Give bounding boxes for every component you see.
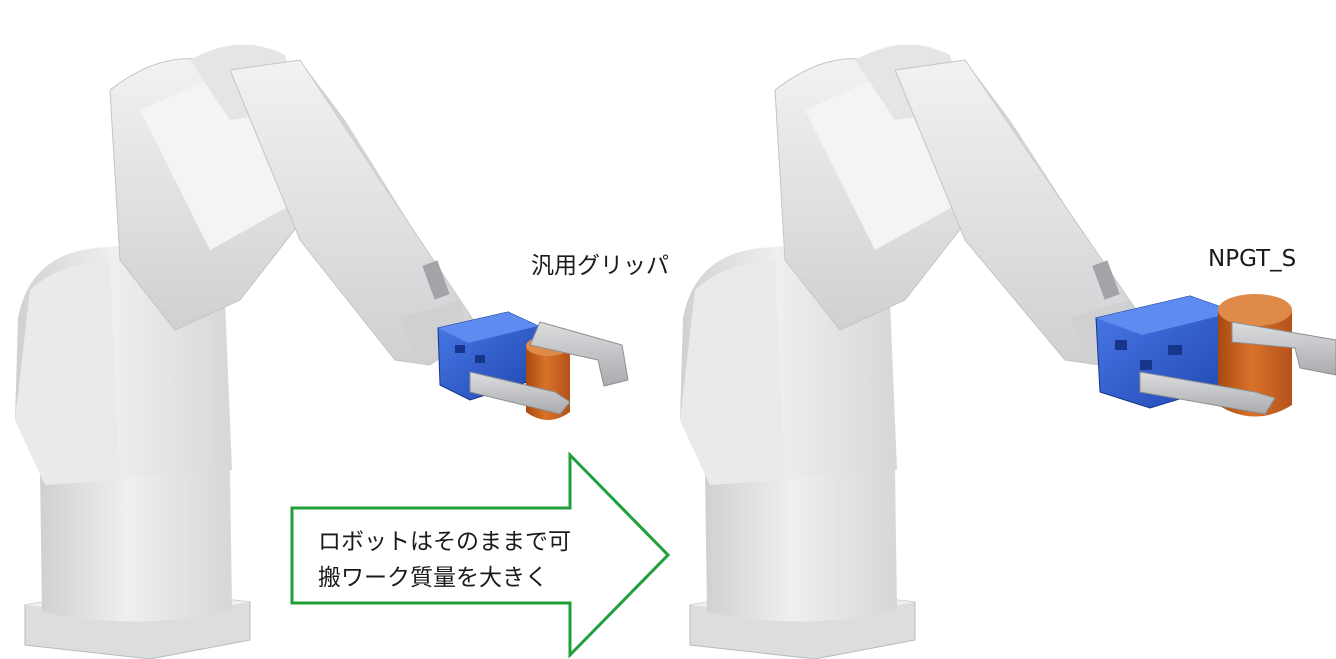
arrow-caption: ロボットはそのままで可 搬ワーク質量を大きく	[318, 524, 618, 596]
gripper-fingers-right	[1139, 321, 1336, 415]
gripper-label-generic: 汎用グリッパ	[531, 253, 669, 279]
gripper-label-npgt-s: NPGT_S	[1208, 246, 1297, 272]
transition-arrow	[290, 451, 671, 659]
robot-arm-right	[680, 44, 1151, 659]
gripper-fingers-left	[469, 321, 629, 415]
gripper-left	[437, 311, 541, 401]
robot-arm-left	[15, 44, 481, 659]
arrow-caption-line-1: ロボットはそのままで可	[318, 529, 571, 555]
arrow-caption-line-2: 搬ワーク質量を大きく	[318, 565, 548, 591]
gripper-right	[1095, 295, 1236, 409]
